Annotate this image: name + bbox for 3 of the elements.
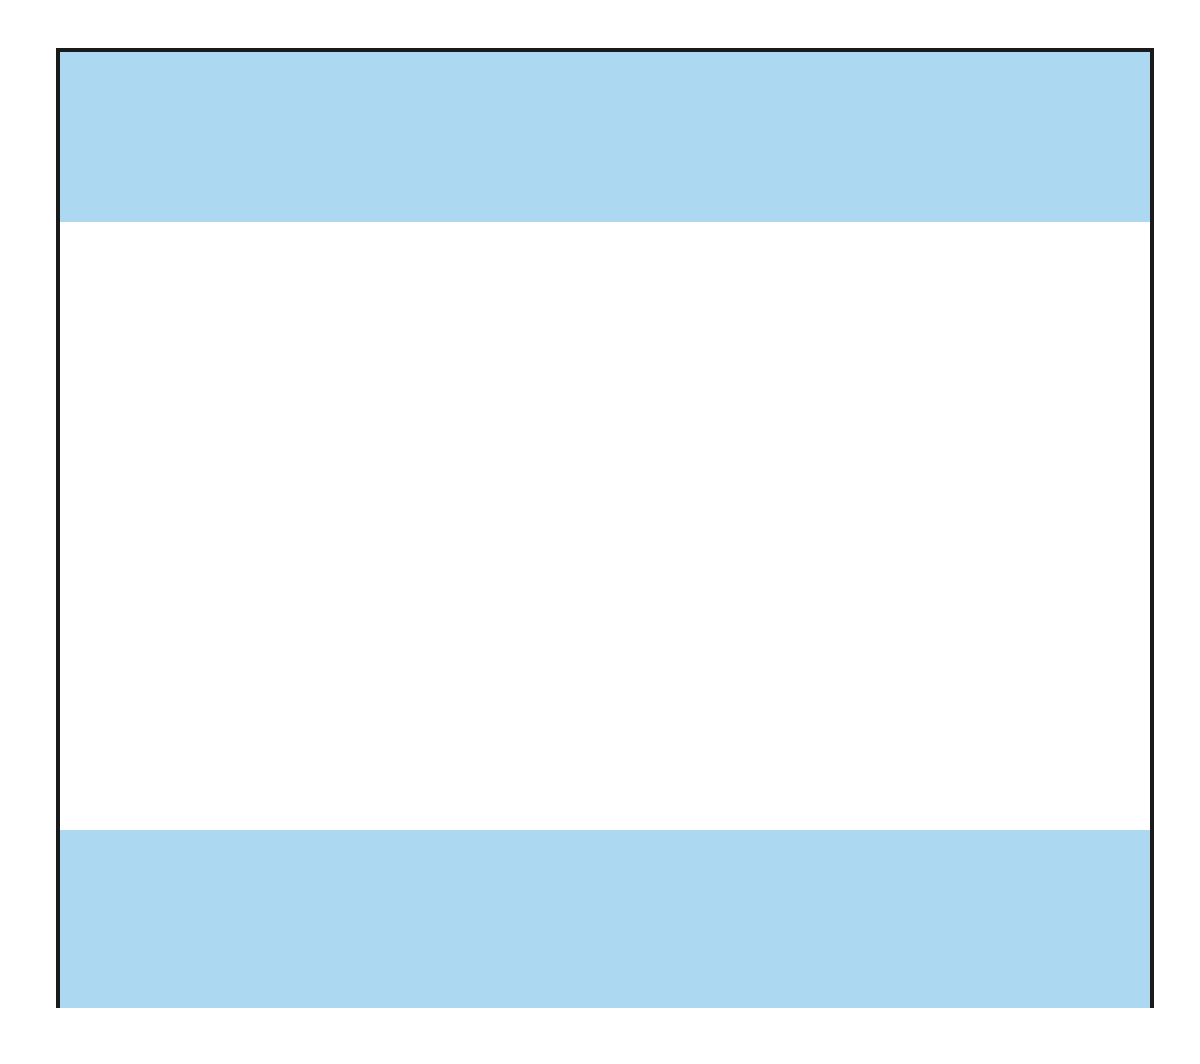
band — [60, 52, 1150, 222]
outlined-panel — [56, 48, 1154, 1008]
band — [60, 830, 1150, 1008]
